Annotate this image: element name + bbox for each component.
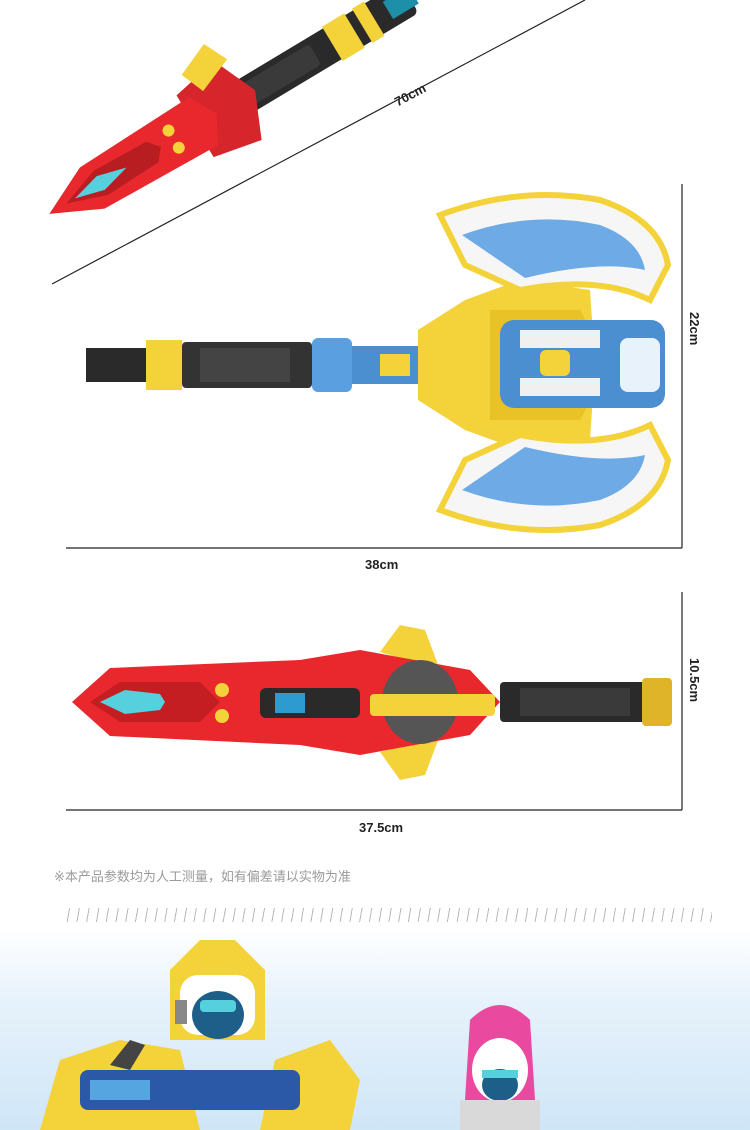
sword-top-dimension-line [51,0,586,285]
axe-length-label: 38cm [365,557,399,572]
diagonal-sword-image [49,0,586,285]
axe-image [66,184,683,549]
right-robot-illustration [460,1005,540,1130]
robot-characters-image [40,940,540,1130]
left-robot-illustration [40,940,360,1130]
sword-bottom-height-label: 10.5cm [687,658,702,703]
measurement-note: ※本产品参数均为人工测量，如有偏差请以实物为准 [54,870,351,885]
sword-bottom-length-label: 37.5cm [359,820,404,835]
axe-height-label: 22cm [687,312,702,346]
hatched-divider [62,908,712,922]
horizontal-sword-image [66,592,683,811]
